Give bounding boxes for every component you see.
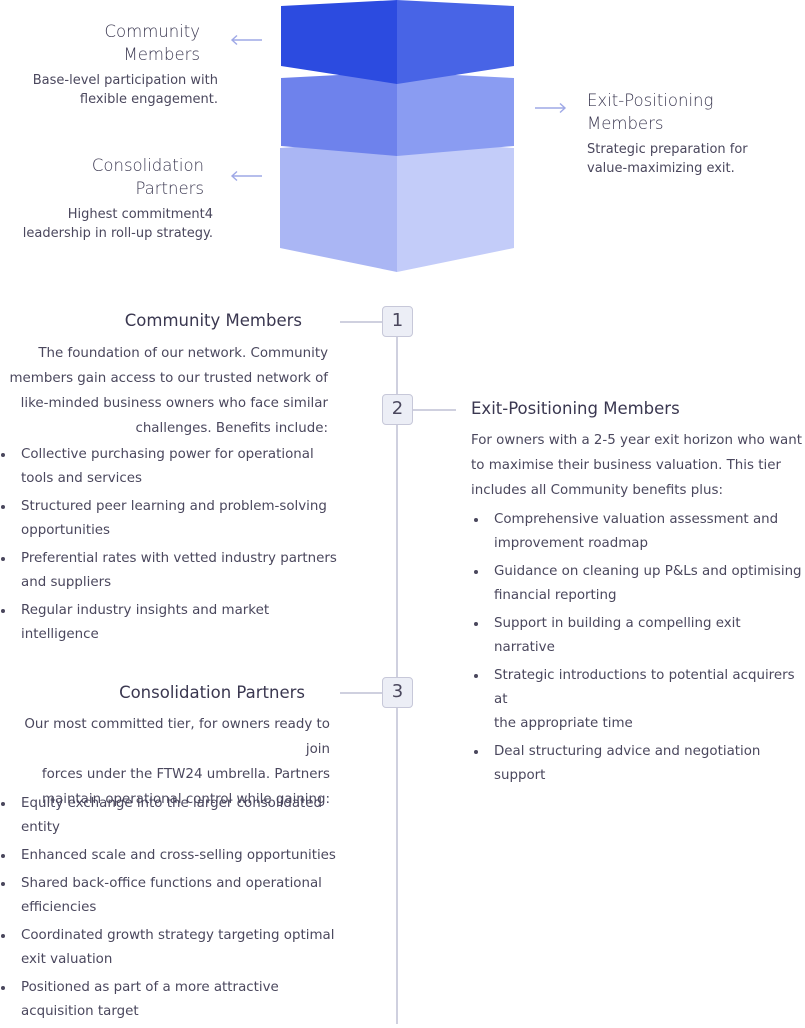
- body-line: members gain access to our trusted netwo…: [9, 371, 329, 386]
- body-line: The foundation of our network. Community: [38, 346, 328, 361]
- step-title: Consolidation Partners: [119, 683, 305, 702]
- timeline-connector: [413, 409, 456, 411]
- step-description: Our most committed tier, for owners read…: [0, 712, 330, 812]
- list-item: Structured peer learning and problem-sol…: [0, 495, 345, 543]
- tier-block-consolidation-right: [397, 140, 514, 272]
- tier-block-consolidation-left: [280, 140, 397, 272]
- tier-stack-diagram: [280, 0, 514, 272]
- list-item: Strategic introductions to potential acq…: [473, 664, 805, 736]
- tier-label-community-desc: Base-level participation with flexible e…: [10, 71, 218, 109]
- timeline-line: [396, 322, 398, 1024]
- title-line: Consolidation: [91, 156, 204, 175]
- body-line: maintain operational control while gaini…: [41, 792, 330, 807]
- list-item: Preferential rates with vetted industry …: [0, 547, 345, 595]
- desc-line: value-maximizing exit.: [587, 161, 735, 176]
- body-line: includes all Community benefits plus:: [471, 483, 723, 498]
- step-description: For owners with a 2-5 year exit horizon …: [471, 428, 805, 503]
- tier-block-community-right: [397, 0, 514, 84]
- step-title: Community Members: [124, 311, 302, 330]
- step-title: Exit-Positioning Members: [471, 399, 680, 418]
- timeline-connector: [340, 692, 382, 694]
- arrow-right-icon: [535, 102, 567, 114]
- list-item: Guidance on cleaning up P&Ls and optimis…: [473, 560, 805, 608]
- list-item: Shared back-office functions and operati…: [0, 872, 345, 920]
- title-line: Members: [123, 45, 200, 64]
- benefit-list: Collective purchasing power for operatio…: [0, 443, 345, 651]
- body-line: to maximise their business valuation. Th…: [471, 458, 781, 473]
- body-line: like-minded business owners who face sim…: [20, 396, 328, 411]
- timeline-connector: [340, 321, 382, 323]
- body-line: Our most committed tier, for owners read…: [24, 717, 330, 757]
- arrow-left-icon: [230, 170, 262, 182]
- tier-label-community-title: Community Members: [40, 20, 201, 66]
- step-number-badge: 3: [382, 677, 413, 708]
- list-item: Support in building a compelling exit na…: [473, 612, 805, 660]
- body-line: forces under the FTW24 umbrella. Partner…: [41, 767, 330, 782]
- desc-line: flexible engagement.: [79, 92, 218, 107]
- desc-line: leadership in roll-up strategy.: [22, 226, 213, 241]
- desc-line: Strategic preparation for: [587, 142, 748, 157]
- title-line: Members: [587, 114, 664, 133]
- tier-label-exit-desc: Strategic preparation for value-maximizi…: [587, 140, 797, 178]
- list-item: Equity exchange into the larger consolid…: [0, 792, 345, 840]
- desc-line: Highest commitment4: [67, 207, 213, 222]
- title-line: Partners: [135, 179, 204, 198]
- tier-label-consolidation-title: Consolidation Partners: [40, 154, 204, 200]
- benefit-list: Equity exchange into the larger consolid…: [0, 792, 345, 1028]
- desc-line: Base-level participation with: [32, 73, 218, 88]
- step-number-badge: 1: [382, 306, 413, 337]
- list-item: Coordinated growth strategy targeting op…: [0, 924, 345, 972]
- tier-label-exit-title: Exit-Positioning Members: [587, 89, 787, 135]
- step-description: The foundation of our network. Community…: [0, 341, 329, 441]
- step-number-badge: 2: [382, 394, 413, 425]
- body-line: For owners with a 2-5 year exit horizon …: [471, 433, 802, 448]
- title-line: Exit-Positioning: [587, 91, 714, 110]
- tier-label-consolidation-desc: Highest commitment4 leadership in roll-u…: [10, 205, 213, 243]
- arrow-left-icon: [230, 34, 262, 46]
- tier-block-exit-right: [397, 72, 514, 156]
- title-line: Community: [104, 22, 201, 41]
- tier-block-community-left: [281, 0, 397, 84]
- body-line: challenges. Benefits include:: [135, 421, 328, 436]
- list-item: Enhanced scale and cross-selling opportu…: [0, 844, 345, 868]
- list-item: Collective purchasing power for operatio…: [0, 443, 345, 491]
- tier-block-exit-left: [281, 72, 397, 156]
